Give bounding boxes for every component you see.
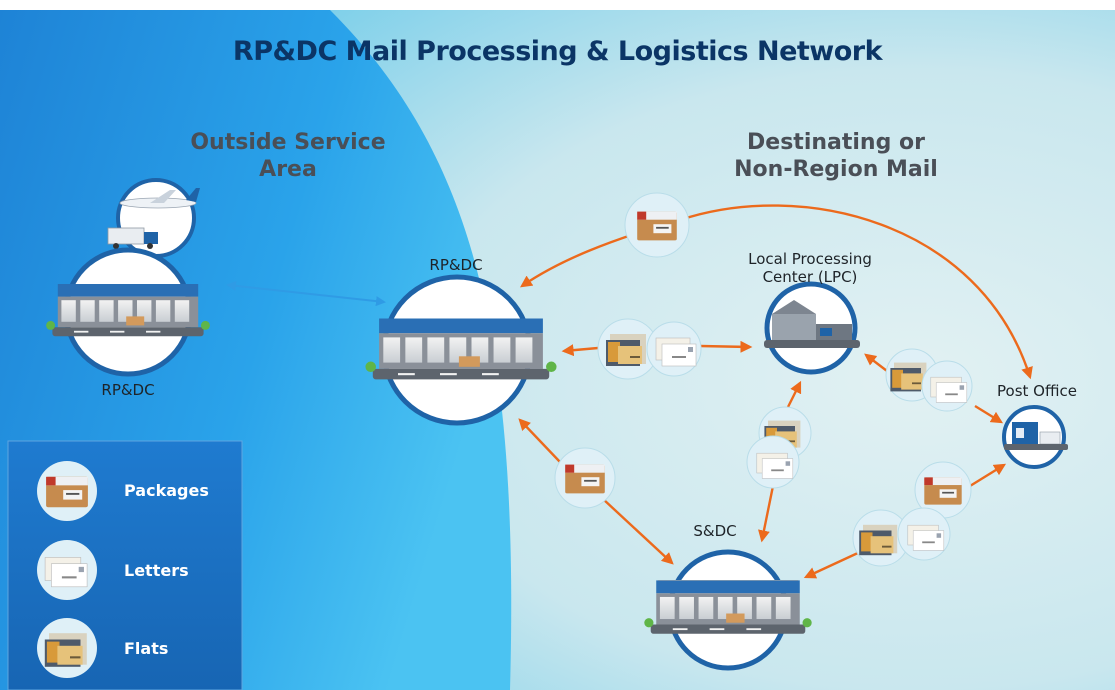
mail-bubble-letters-lpc-po bbox=[921, 360, 973, 412]
legend-packages-label: Packages bbox=[124, 481, 209, 500]
legend-letters-symbol bbox=[37, 540, 97, 600]
sdc-label: S&DC bbox=[693, 522, 737, 540]
truck-icon bbox=[107, 227, 158, 249]
post-office-node bbox=[1002, 405, 1068, 469]
mail-bubble-letters-sdc-po bbox=[897, 507, 951, 561]
airplane-icon bbox=[119, 188, 200, 209]
mail-bubble-letters-rpdc-lpc bbox=[646, 321, 702, 377]
page-title: RP&DC Mail Processing & Logistics Networ… bbox=[232, 36, 883, 67]
lpc-label: Local Processing Center (LPC) bbox=[748, 250, 872, 286]
mail-bubble-package-top bbox=[624, 192, 690, 258]
exchange-arrow bbox=[226, 280, 386, 307]
flow-arrows bbox=[518, 204, 1033, 579]
post-office-label: Post Office bbox=[997, 382, 1077, 400]
legend-flats-label: Flats bbox=[124, 639, 169, 658]
outside-rpdc-node bbox=[46, 247, 210, 377]
legend-letters-label: Letters bbox=[124, 561, 189, 580]
lpc-node bbox=[764, 281, 860, 375]
outside-rpdc-label: RP&DC bbox=[101, 381, 155, 399]
legend-packages-symbol bbox=[37, 461, 97, 521]
rpdc-label: RP&DC bbox=[429, 256, 483, 274]
destinating-mail-label: Destinating or Non-Region Mail bbox=[734, 130, 938, 182]
mail-bubble-package-rpdc-sdc bbox=[554, 447, 616, 509]
mail-bubble-letters-sdc-lpc bbox=[746, 435, 800, 489]
legend-flats-symbol bbox=[37, 618, 97, 678]
outside-service-area-label: Outside Service Area bbox=[190, 130, 386, 182]
legend-panel bbox=[7, 440, 243, 690]
sdc-node bbox=[644, 549, 812, 671]
